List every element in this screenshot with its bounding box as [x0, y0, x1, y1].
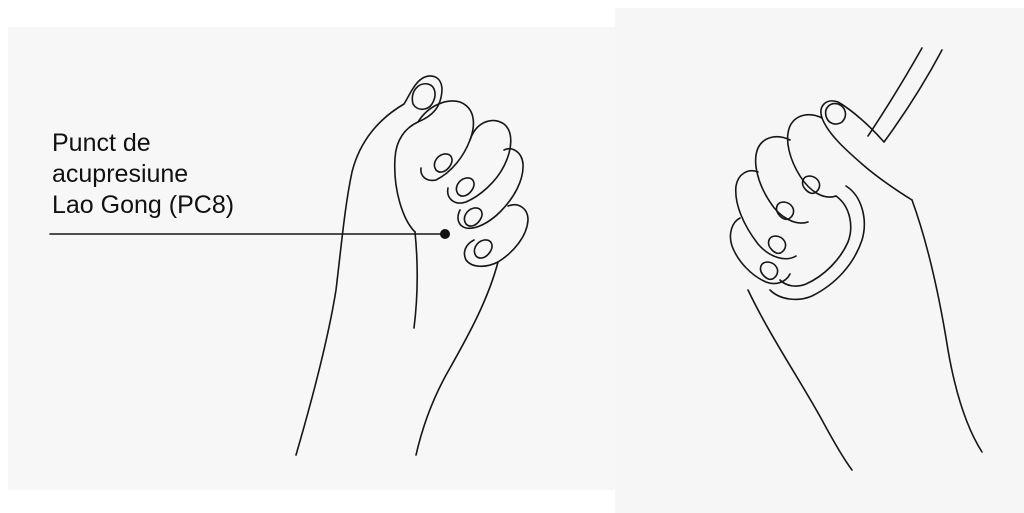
left-fingernail-3 — [463, 207, 483, 227]
right-thumb — [820, 100, 913, 201]
left-hand-outline — [295, 79, 421, 456]
right-hand-grip-drawing — [729, 47, 983, 471]
left-fingernail-1 — [433, 153, 453, 173]
right-fingernail-4 — [759, 261, 779, 281]
label-line-1: Punct de — [52, 129, 151, 157]
right-finger-2 — [754, 135, 809, 224]
left-fingernail-2 — [455, 177, 475, 197]
acupressure-point-label: Punct de acupresiune Lao Gong (PC8) — [52, 128, 234, 221]
left-panel — [8, 27, 615, 490]
acupressure-point-marker — [440, 229, 450, 239]
left-finger-4 — [463, 204, 529, 268]
right-fingernail-2 — [775, 201, 795, 221]
right-fingernail-3 — [767, 235, 787, 255]
right-finger-4 — [729, 217, 791, 285]
right-panel — [615, 8, 1024, 513]
left-fingernail-4 — [473, 239, 493, 259]
handle-grip-outer — [769, 185, 866, 301]
left-hand-fist-drawing — [49, 75, 529, 456]
left-palm-crease — [413, 231, 418, 329]
label-line-2: acupresiune — [52, 160, 189, 188]
right-thumbnail — [824, 102, 847, 125]
left-thumbnail — [411, 82, 436, 111]
handle-rod-line-1 — [867, 47, 923, 137]
right-finger-3 — [734, 170, 797, 260]
left-forearm-right-edge — [415, 261, 499, 456]
left-finger-3 — [457, 148, 524, 230]
right-forearm-right-edge — [911, 199, 983, 453]
label-line-3: Lao Gong (PC8) — [52, 191, 235, 219]
left-finger-1 — [417, 100, 475, 182]
right-fingernail-1 — [801, 175, 821, 195]
handle-rod-line-2 — [883, 49, 943, 143]
left-finger-2 — [446, 119, 512, 204]
right-forearm-left-edge — [747, 289, 853, 471]
handle-grip-inner — [779, 195, 852, 287]
right-finger-1 — [786, 113, 837, 198]
